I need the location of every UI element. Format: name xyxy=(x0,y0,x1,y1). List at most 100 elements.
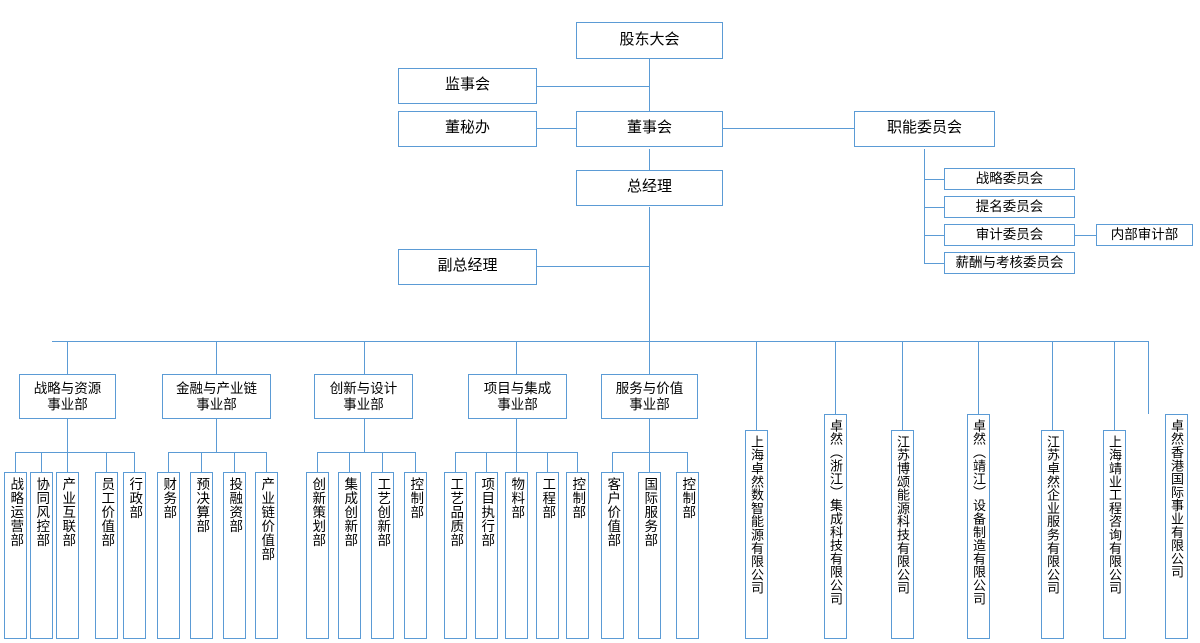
subsidiary-label: 上海卓然数智能源有限公司 xyxy=(749,435,764,595)
department-label: 控制部 xyxy=(680,477,696,519)
line-division-3-leg-3 xyxy=(382,452,383,472)
line-division-2-trunk xyxy=(216,419,217,452)
line-committee-branch-1 xyxy=(924,179,944,180)
line-bus-to-division-2 xyxy=(216,341,217,374)
line-dgm-to-spine xyxy=(537,266,650,267)
box-subsidiary-zhuoran-zhejiang-jicheng[interactable]: 卓然（浙江）集成科技有限公司 xyxy=(824,414,847,639)
line-division-4-trunk xyxy=(516,419,517,452)
box-subsidiary-jiangsu-bosong[interactable]: 江苏博颂能源科技有限公司 xyxy=(891,430,914,639)
department-label: 项目执行部 xyxy=(479,477,495,547)
department-label: 投融资部 xyxy=(227,477,243,533)
box-department-control-design[interactable]: 控制部 xyxy=(404,472,427,639)
line-bus-to-division-5 xyxy=(649,341,650,374)
box-subsidiary-jiangsu-zhuoran-qiye[interactable]: 江苏卓然企业服务有限公司 xyxy=(1041,430,1064,639)
box-department-international-service[interactable]: 国际服务部 xyxy=(638,472,661,639)
box-department-process-innovation[interactable]: 工艺创新部 xyxy=(371,472,394,639)
line-division-4-leg-1 xyxy=(455,452,456,472)
box-department-engineering[interactable]: 工程部 xyxy=(536,472,559,639)
box-shareholders-meeting[interactable]: 股东大会 xyxy=(576,22,723,59)
box-department-industrial-internet[interactable]: 产业互联部 xyxy=(56,472,79,639)
box-subsidiary-shanghai-jingye-gongcheng[interactable]: 上海靖业工程咨询有限公司 xyxy=(1103,430,1126,639)
box-division-strategy-resources[interactable]: 战略与资源 事业部 xyxy=(19,374,116,419)
line-division-1-leg-2 xyxy=(41,452,42,472)
line-committee-trunk xyxy=(924,149,925,264)
box-department-integrated-innovation[interactable]: 集成创新部 xyxy=(338,472,361,639)
box-department-strategy-operations[interactable]: 战略运营部 xyxy=(4,472,27,639)
box-department-customer-value[interactable]: 客户价值部 xyxy=(601,472,624,639)
subsidiary-label: 江苏卓然企业服务有限公司 xyxy=(1045,435,1060,595)
line-division-2-leg-3 xyxy=(234,452,235,472)
box-department-investment-financing[interactable]: 投融资部 xyxy=(223,472,246,639)
line-division-2-leg-4 xyxy=(266,452,267,472)
line-division-5-trunk xyxy=(649,419,650,452)
department-label: 战略运营部 xyxy=(8,477,24,547)
box-committee-nomination[interactable]: 提名委员会 xyxy=(944,196,1075,218)
box-department-control-project[interactable]: 控制部 xyxy=(566,472,589,639)
line-division-2-leg-1 xyxy=(168,452,169,472)
line-division-2-bar xyxy=(168,452,266,453)
box-department-control-service[interactable]: 控制部 xyxy=(676,472,699,639)
box-supervisory-board[interactable]: 监事会 xyxy=(398,68,537,104)
line-shareholders-to-board xyxy=(649,58,650,113)
box-department-collaborative-risk-control[interactable]: 协同风控部 xyxy=(30,472,53,639)
box-subsidiary-zhuoran-hongkong[interactable]: 卓然香港国际事业有限公司 xyxy=(1165,414,1188,639)
line-committee-branch-4 xyxy=(924,263,944,264)
box-division-service-value[interactable]: 服务与价值 事业部 xyxy=(601,374,698,419)
box-subsidiary-shanghai-zhuoran-shuzhi[interactable]: 上海卓然数智能源有限公司 xyxy=(745,430,768,639)
box-board-of-directors[interactable]: 董事会 xyxy=(576,111,723,147)
line-supervisory-to-spine xyxy=(537,86,650,87)
line-division-4-leg-4 xyxy=(547,452,548,472)
box-department-industrychain-value[interactable]: 产业链价值部 xyxy=(255,472,278,639)
box-committee-strategy[interactable]: 战略委员会 xyxy=(944,168,1075,190)
box-committee-audit[interactable]: 审计委员会 xyxy=(944,224,1075,246)
box-department-administration[interactable]: 行政部 xyxy=(123,472,146,639)
line-bus-to-division-3 xyxy=(364,341,365,374)
box-board-secretary-office[interactable]: 董秘办 xyxy=(398,111,537,147)
box-division-innovation-design[interactable]: 创新与设计 事业部 xyxy=(314,374,413,419)
box-division-project-integration[interactable]: 项目与集成 事业部 xyxy=(468,374,567,419)
line-division-3-leg-1 xyxy=(317,452,318,472)
department-label: 行政部 xyxy=(127,477,143,519)
department-label: 协同风控部 xyxy=(34,477,50,547)
department-label: 财务部 xyxy=(161,477,177,519)
department-label: 工程部 xyxy=(540,477,556,519)
line-division-5-leg-2 xyxy=(649,452,650,472)
line-division-3-leg-4 xyxy=(415,452,416,472)
box-functional-committee[interactable]: 职能委员会 xyxy=(854,111,995,147)
box-division-finance-industrychain[interactable]: 金融与产业链 事业部 xyxy=(162,374,271,419)
line-audit-to-internal-audit xyxy=(1075,235,1096,236)
box-committee-remuneration[interactable]: 薪酬与考核委员会 xyxy=(944,252,1075,274)
department-label: 控制部 xyxy=(408,477,424,519)
line-bus-to-division-1 xyxy=(67,341,68,374)
department-label: 预决算部 xyxy=(194,477,210,533)
department-label: 产业互联部 xyxy=(60,477,76,547)
box-department-process-quality[interactable]: 工艺品质部 xyxy=(444,472,467,639)
box-department-budget-settlement[interactable]: 预决算部 xyxy=(190,472,213,639)
line-division-1-bar xyxy=(15,452,134,453)
box-subsidiary-zhuoran-jingjiang-shebei[interactable]: 卓然（靖江）设备制造有限公司 xyxy=(967,414,990,639)
line-division-3-trunk xyxy=(364,419,365,452)
line-bus-to-subsidiary-5 xyxy=(1052,341,1053,430)
line-board-to-committee xyxy=(723,128,854,129)
department-label: 客户价值部 xyxy=(605,477,621,547)
line-division-3-leg-2 xyxy=(349,452,350,472)
department-label: 国际服务部 xyxy=(642,477,658,547)
line-secretary-to-board xyxy=(537,128,576,129)
line-bus-to-subsidiary-2 xyxy=(835,341,836,414)
department-label: 集成创新部 xyxy=(342,477,358,547)
box-general-manager[interactable]: 总经理 xyxy=(576,170,723,206)
box-internal-audit-department[interactable]: 内部审计部 xyxy=(1096,224,1193,246)
line-bus-to-subsidiary-4 xyxy=(978,341,979,414)
box-department-materials[interactable]: 物料部 xyxy=(505,472,528,639)
box-department-finance[interactable]: 财务部 xyxy=(157,472,180,639)
box-department-innovation-planning[interactable]: 创新策划部 xyxy=(306,472,329,639)
box-deputy-general-manager[interactable]: 副总经理 xyxy=(398,249,537,285)
line-division-1-leg-5 xyxy=(134,452,135,472)
line-bus-to-division-4 xyxy=(516,341,517,374)
department-label: 控制部 xyxy=(570,477,586,519)
line-division-4-leg-3 xyxy=(516,452,517,472)
box-department-employee-value[interactable]: 员工价值部 xyxy=(95,472,118,639)
subsidiary-label: 江苏博颂能源科技有限公司 xyxy=(895,435,910,595)
box-department-project-execution[interactable]: 项目执行部 xyxy=(475,472,498,639)
